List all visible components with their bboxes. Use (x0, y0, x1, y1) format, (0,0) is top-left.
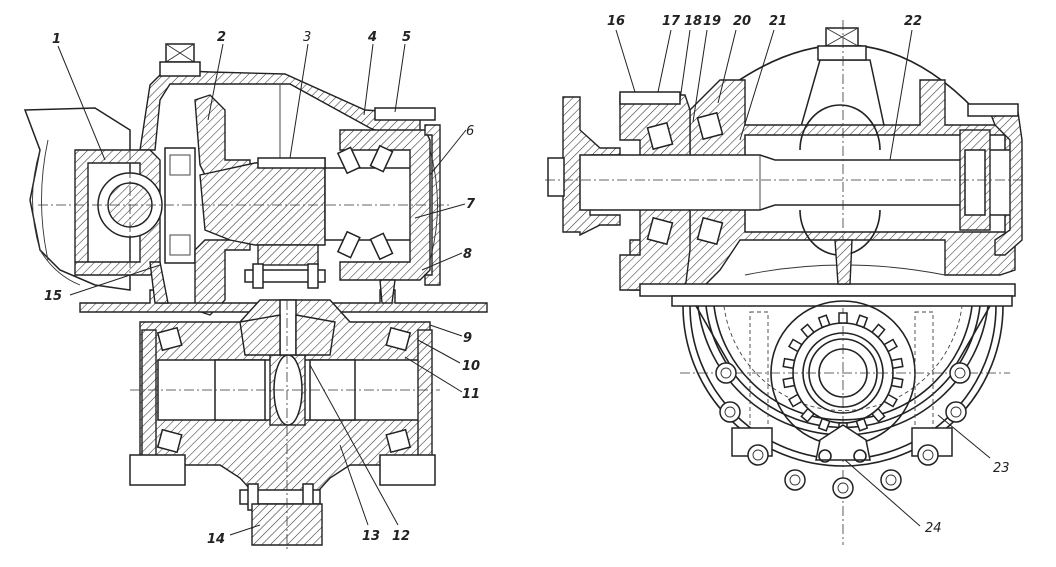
callout-11: 11 (462, 387, 480, 402)
bolt-head (747, 444, 769, 466)
through-shaft (579, 149, 1021, 216)
callout-3: 3 (303, 30, 311, 45)
bolt-center (789, 474, 801, 486)
spline-tooth (890, 357, 904, 370)
callout-labels: 1 2 3 4 5 6 7 8 9 10 11 12 13 14 15 16 1… (44, 14, 1010, 547)
bottom-boss (239, 483, 323, 546)
flange-nut (547, 157, 565, 197)
spline-tooth (800, 323, 815, 339)
callout-22: 22 (904, 14, 922, 29)
spline-tooth (817, 314, 831, 329)
planet-gear-left (239, 314, 281, 356)
spline-tooth (855, 417, 869, 432)
callout-4: 4 (367, 30, 377, 45)
output-flange (562, 96, 621, 237)
spline-tooth (890, 376, 904, 389)
planet-gear-right (295, 314, 336, 356)
bolt-head (945, 401, 967, 423)
spline-tooth (871, 323, 886, 339)
callout-6: 6 (466, 124, 474, 139)
spline-tooth (788, 338, 803, 353)
callout-10: 10 (462, 359, 480, 374)
cage-bolt (374, 107, 436, 121)
bolt-center (885, 474, 897, 486)
bolt-center (720, 367, 732, 379)
foot-left (129, 454, 186, 486)
planet-pinion-shaft (279, 299, 297, 356)
left-bolt (619, 91, 681, 105)
bolt-center (954, 367, 966, 379)
callout-15: 15 (44, 289, 62, 304)
bolt-center (950, 406, 962, 418)
callout-16: 16 (607, 14, 625, 29)
tapered-bearings-pinion (336, 144, 394, 261)
bolt-head (832, 477, 854, 499)
spline-tooth (871, 407, 886, 423)
callout-21: 21 (769, 14, 787, 29)
bolt-head (715, 362, 737, 384)
tapered-bearings-left (646, 111, 724, 246)
callout-5: 5 (402, 30, 411, 45)
spline-tooth (782, 376, 796, 389)
callout-20: 20 (733, 14, 751, 29)
callout-13: 13 (362, 529, 380, 544)
callout-12: 12 (392, 529, 410, 544)
bolt-head (784, 469, 806, 491)
end-cover (424, 124, 441, 286)
bearing-1 (164, 147, 196, 264)
top-boss (799, 59, 886, 131)
base-plate (639, 283, 1016, 297)
callout-7: 7 (466, 197, 476, 212)
housing-bolts (715, 362, 971, 499)
bolt-head (719, 401, 741, 423)
callout-18: 18 (684, 14, 702, 29)
spline-tooth (883, 393, 898, 408)
spline-tooth (817, 417, 831, 432)
spline-tooth (855, 314, 869, 329)
callout-8: 8 (463, 247, 472, 262)
spline-tooth (883, 338, 898, 353)
spline-tooth (788, 393, 803, 408)
ring-gear (194, 94, 251, 176)
callout-14: 14 (207, 532, 225, 547)
callout-24: 24 (925, 521, 942, 536)
drive-pinion (199, 157, 326, 246)
bolt-center (922, 449, 934, 461)
callout-17: 17 (662, 14, 681, 29)
bolt-head (880, 469, 902, 491)
bolt-center (837, 482, 849, 494)
callout-1: 1 (52, 32, 61, 47)
right-view (545, 20, 1025, 545)
key-3 (257, 157, 326, 169)
spline-tooth (800, 407, 815, 423)
pinion-nut (244, 244, 326, 289)
callout-9: 9 (463, 331, 472, 346)
spline-tooth (782, 357, 796, 370)
callout-2: 2 (217, 30, 226, 45)
side-bearings (156, 326, 412, 454)
bolt-head (949, 362, 971, 384)
bolt-center (724, 406, 736, 418)
leader-lines (57, 29, 991, 536)
bolt-head (917, 444, 939, 466)
gear-hub-outline (799, 104, 881, 151)
foot-right (379, 454, 436, 486)
right-bolt (967, 103, 1019, 117)
left-view (23, 43, 488, 550)
callout-19: 19 (703, 14, 721, 29)
bolt-center (752, 449, 764, 461)
breather-plug (159, 43, 201, 77)
spline-tooth (838, 312, 848, 324)
spline-teeth (782, 312, 904, 434)
callout-23: 23 (993, 461, 1010, 476)
